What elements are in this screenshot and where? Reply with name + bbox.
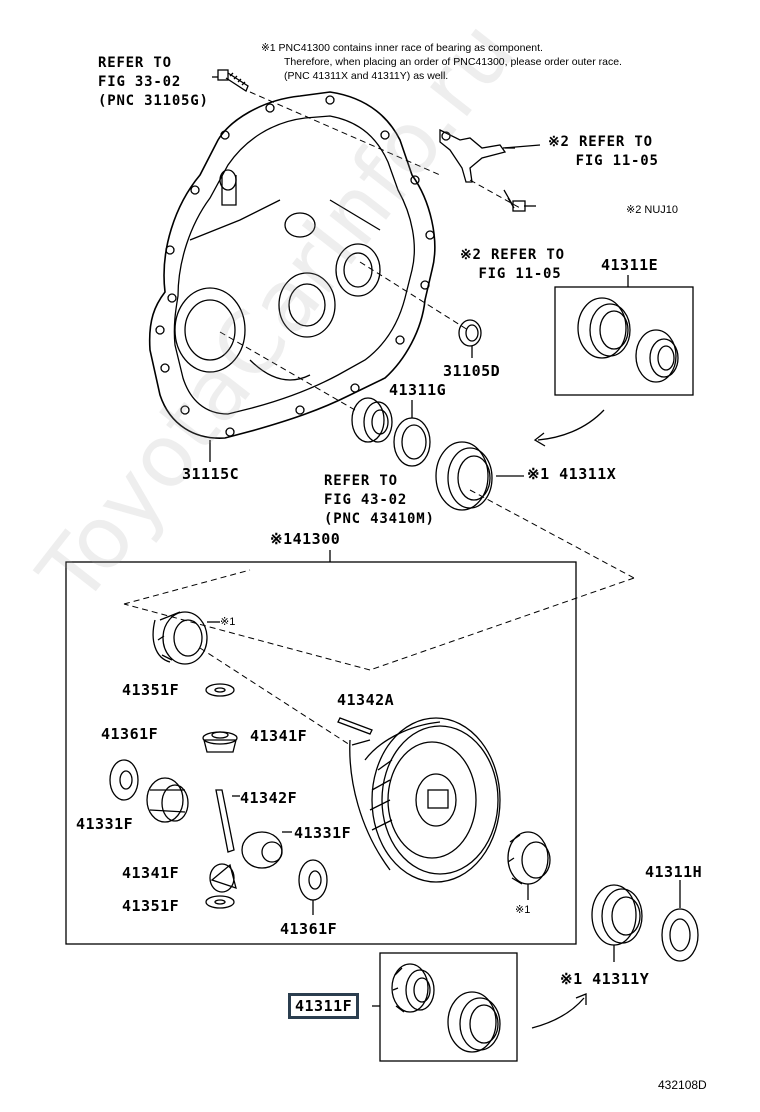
mark-1-bottom: ※1 — [515, 904, 531, 916]
part-41331F-right[interactable]: 41331F — [294, 824, 352, 842]
part-41351F-bottom[interactable]: 41351F — [122, 897, 180, 915]
dashed-leader-lines — [123, 91, 635, 746]
bracket-drawing — [439, 128, 541, 212]
bearing-41311E-box — [554, 275, 694, 396]
part-41342F[interactable]: 41342F — [240, 789, 298, 807]
part-31105D[interactable]: 31105D — [443, 362, 501, 380]
bearing-41311Y-drawing — [591, 884, 643, 962]
note-line-1: ※1 PNC41300 contains inner race of beari… — [261, 42, 543, 54]
part-41311H[interactable]: 41311H — [645, 863, 703, 881]
diagram-id: 432108D — [658, 1078, 707, 1092]
bolt-31105G-drawing — [212, 69, 249, 92]
differential-parts-drawing — [109, 611, 551, 915]
outer-race-41311X-drawing — [435, 441, 524, 511]
bearing-41311F-box — [372, 952, 518, 1062]
note-line-3: (PNC 41311X and 41311Y) as well. — [284, 70, 449, 82]
part-41341F-bottom[interactable]: 41341F — [122, 864, 180, 882]
seal-31105D-drawing — [458, 319, 482, 358]
part-41311X[interactable]: ※1 41311X — [527, 465, 617, 483]
ref-fig-33-02[interactable]: REFER TO FIG 33-02 (PNC 31105G) — [98, 55, 209, 109]
mark-1-top: ※1 — [220, 616, 236, 628]
ref-fig-11-05-a[interactable]: ※2 REFER TO FIG 11-05 — [548, 134, 659, 169]
part-31115C[interactable]: 31115C — [182, 465, 240, 483]
part-41311Y[interactable]: ※1 41311Y — [560, 970, 650, 988]
part-41341F-top[interactable]: 41341F — [250, 727, 308, 745]
part-41361F-right[interactable]: 41361F — [280, 920, 338, 938]
curved-arrow-2 — [531, 997, 585, 1029]
ref-fig-43-02[interactable]: REFER TO FIG 43-02 (PNC 43410M) — [324, 473, 435, 527]
part-41311G[interactable]: 41311G — [389, 381, 447, 399]
bearing-41311G-drawing — [351, 397, 431, 467]
ref-fig-11-05-b[interactable]: ※2 REFER TO FIG 11-05 — [460, 247, 565, 282]
part-41311E[interactable]: 41311E — [601, 256, 659, 274]
differential-box — [65, 561, 577, 945]
part-41311F-highlighted[interactable]: 41311F — [288, 993, 360, 1019]
note-line-2: Therefore, when placing an order of PNC4… — [284, 56, 622, 68]
model-note: ※2 NUJ10 — [626, 204, 679, 216]
shim-41311H-drawing — [661, 880, 699, 962]
part-41351F-top[interactable]: 41351F — [122, 681, 180, 699]
part-41331F-left[interactable]: 41331F — [76, 815, 134, 833]
part-41361F-left[interactable]: 41361F — [101, 725, 159, 743]
part-41300[interactable]: ※141300 — [270, 530, 341, 548]
transmission-case-drawing — [148, 91, 436, 462]
part-41342A[interactable]: 41342A — [337, 691, 395, 709]
curved-arrow-1 — [537, 409, 605, 441]
